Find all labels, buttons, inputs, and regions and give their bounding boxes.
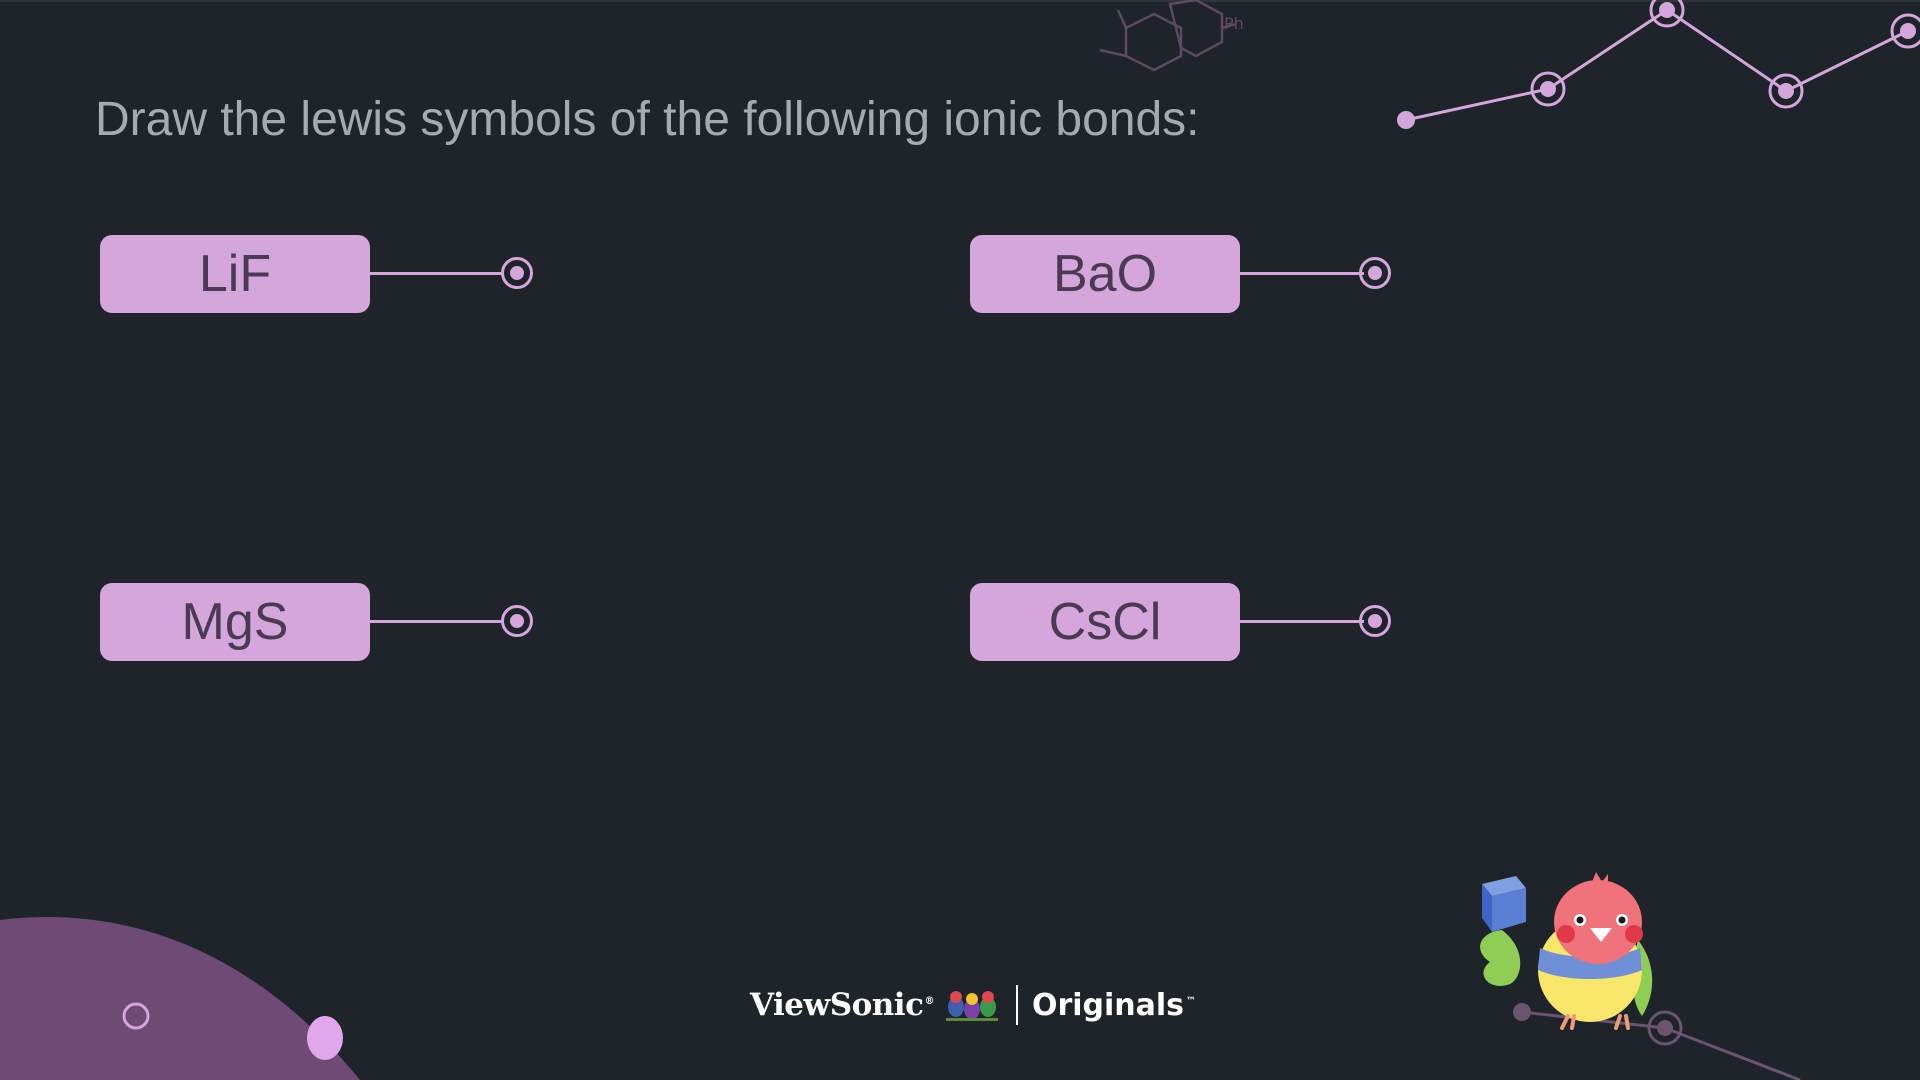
term-connector <box>370 272 504 275</box>
term-lif[interactable]: LiF <box>100 235 370 313</box>
brand-name: ViewSonic® <box>750 987 934 1023</box>
svg-text:Ph: Ph <box>1224 14 1244 33</box>
term-bao[interactable]: BaO <box>970 235 1240 313</box>
term-node-icon <box>1359 257 1391 289</box>
molecule-structure-icon: Ph <box>1099 0 1244 72</box>
parrot-mascot-icon <box>1480 872 1653 1030</box>
term-connector <box>370 620 504 623</box>
term-connector <box>1240 620 1364 623</box>
viewsonic-birds-icon <box>945 991 998 1021</box>
term-node-icon <box>1359 605 1391 637</box>
term-node-icon <box>501 257 533 289</box>
bottom-left-blob <box>0 917 360 1080</box>
slide-title: Draw the lewis symbols of the following … <box>95 93 1200 146</box>
term-mgs[interactable]: MgS <box>100 583 370 661</box>
term-connector <box>1240 272 1364 275</box>
zigzag-node-graph <box>1397 0 1920 129</box>
brand-divider <box>1015 985 1018 1025</box>
term-cscl[interactable]: CsCl <box>970 583 1240 661</box>
term-node-icon <box>501 605 533 637</box>
